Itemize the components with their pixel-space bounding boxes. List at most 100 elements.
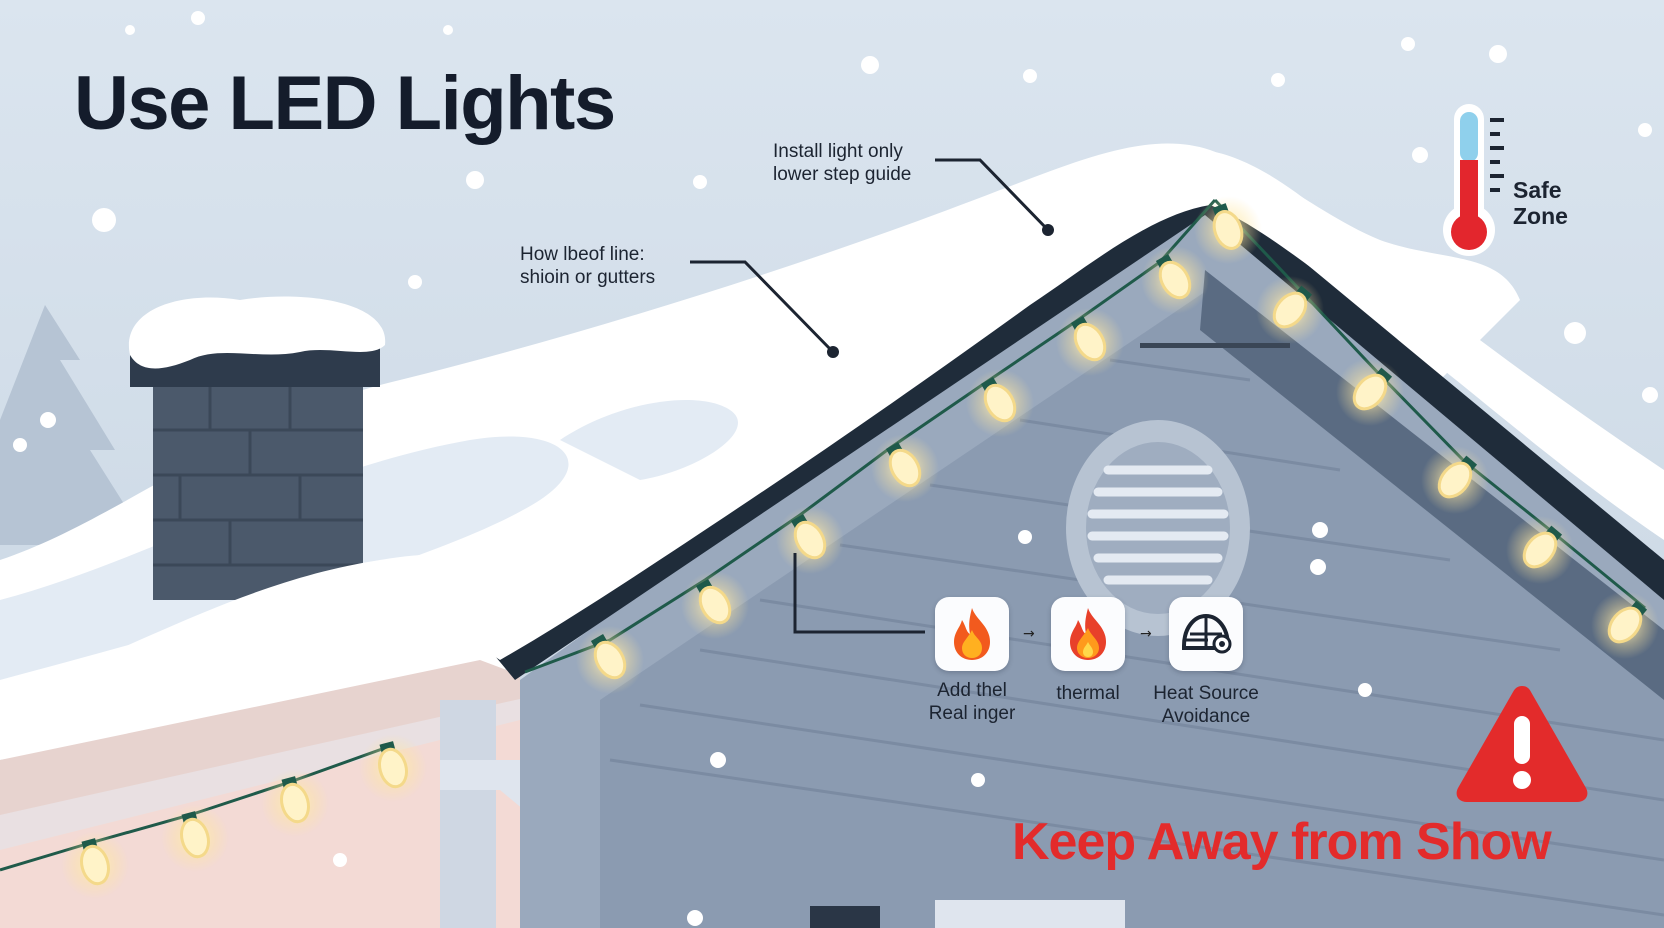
snowflake <box>40 412 56 428</box>
snowflake <box>1401 37 1415 51</box>
light-bulb <box>1073 322 1107 362</box>
light-bulb <box>793 520 827 560</box>
vent-slats <box>1087 465 1229 585</box>
step-label-3: Heat Source Avoidance <box>1131 682 1281 728</box>
step-label-2-line1: thermal <box>1056 683 1120 704</box>
step-badge-3 <box>1169 597 1243 671</box>
light-bulb <box>80 844 110 886</box>
snowflakes <box>13 11 1658 926</box>
snowflake <box>92 208 116 232</box>
safe-zone-line1: Safe <box>1513 177 1562 203</box>
step-badge-2 <box>1051 597 1125 671</box>
snowflake <box>861 56 879 74</box>
bulb-socket <box>790 513 809 530</box>
callout-dot <box>827 346 839 358</box>
bulb-socket <box>1544 525 1563 543</box>
light-bulb <box>1607 606 1643 644</box>
gutter-callout: How lbeof line: shioin or gutters <box>520 243 655 289</box>
chimney-bricks <box>153 387 363 567</box>
step-label-3-line2: Avoidance <box>1161 706 1251 727</box>
light-bulb <box>593 640 627 680</box>
step-label-1-line1: Add thel <box>937 680 1007 701</box>
heat-source-icon <box>1182 613 1232 654</box>
snowflake <box>13 438 27 452</box>
step-label-3-line1: Heat Source <box>1153 683 1259 704</box>
pine-tree <box>0 305 150 545</box>
bulb-socket <box>1459 455 1478 473</box>
snowflake <box>1271 73 1285 87</box>
safe-zone-line2: Zone <box>1513 203 1568 229</box>
bulb-socket <box>590 633 609 650</box>
bulb-socket <box>980 376 999 393</box>
snowflake <box>1312 522 1328 538</box>
light-bulb <box>983 383 1017 423</box>
snowflake <box>443 25 453 35</box>
snowflake <box>687 910 703 926</box>
snowflake <box>971 773 985 787</box>
light-bulb <box>280 782 310 824</box>
roof-eave <box>490 180 1664 680</box>
bulb-socket <box>1374 367 1393 385</box>
bulb-socket <box>1294 285 1313 303</box>
flame-icon <box>1070 608 1106 660</box>
flame-icon <box>954 608 990 660</box>
downspout <box>440 700 496 928</box>
step-arrow: → <box>1140 626 1152 642</box>
snowflake <box>693 175 707 189</box>
snowflake <box>1638 123 1652 137</box>
snow-drift <box>0 554 540 760</box>
window-frame <box>810 906 880 928</box>
step-label-1-line2: Real inger <box>928 703 1016 724</box>
bulb-socket <box>885 441 904 458</box>
step-label-2: thermal <box>1013 682 1163 705</box>
snowflake <box>1489 45 1507 63</box>
step-label-1: Add thel Real inger <box>897 679 1047 725</box>
snowflake <box>1023 69 1037 83</box>
snowflake <box>1018 530 1032 544</box>
bulb-socket <box>1629 600 1648 618</box>
light-bulb <box>180 817 210 859</box>
snowflake <box>1642 387 1658 403</box>
safe-zone-label: Safe Zone <box>1513 177 1568 229</box>
snowflake <box>1310 559 1326 575</box>
chimney <box>153 385 363 600</box>
snowflake <box>191 11 205 25</box>
gutter-callout-line2: shioin or gutters <box>520 267 656 288</box>
light-bulb <box>698 585 732 625</box>
window-frame <box>935 900 1125 928</box>
gable-trim-bar <box>1140 343 1290 348</box>
thermometer-icon <box>1443 104 1504 256</box>
light-bulb <box>378 747 408 789</box>
light-bulb <box>1522 531 1558 569</box>
light-bulb <box>1158 260 1192 300</box>
attic-vent-inner <box>1086 442 1230 614</box>
callout-dot <box>1042 224 1054 236</box>
snowflake <box>1564 322 1586 344</box>
snowflake <box>710 752 726 768</box>
callout-leaders <box>690 158 1050 634</box>
install-callout: Install light only lower step guide <box>773 140 911 186</box>
snowflake <box>1412 147 1428 163</box>
light-bulb <box>1212 210 1244 250</box>
light-bulbs <box>61 196 1659 899</box>
warning-icon <box>1456 686 1588 802</box>
snowflake <box>408 275 422 289</box>
page-title: Use LED Lights <box>74 61 616 146</box>
install-callout-line1: Install light only <box>773 141 903 162</box>
light-bulb <box>1437 461 1473 499</box>
roof-snow-cap <box>470 150 1664 660</box>
light-bulb <box>1272 291 1308 329</box>
gutter-callout-line1: How lbeof line: <box>520 244 645 265</box>
snowflake <box>333 853 347 867</box>
bulb-socket <box>695 578 714 595</box>
snowflake <box>1358 683 1372 697</box>
light-bulb <box>1352 373 1388 411</box>
snowflake <box>466 171 484 189</box>
step-badge-1 <box>935 597 1009 671</box>
install-callout-line2: lower step guide <box>773 164 912 185</box>
snowflake <box>125 25 135 35</box>
chimney-snow <box>128 296 386 369</box>
bulb-socket <box>1155 253 1174 270</box>
